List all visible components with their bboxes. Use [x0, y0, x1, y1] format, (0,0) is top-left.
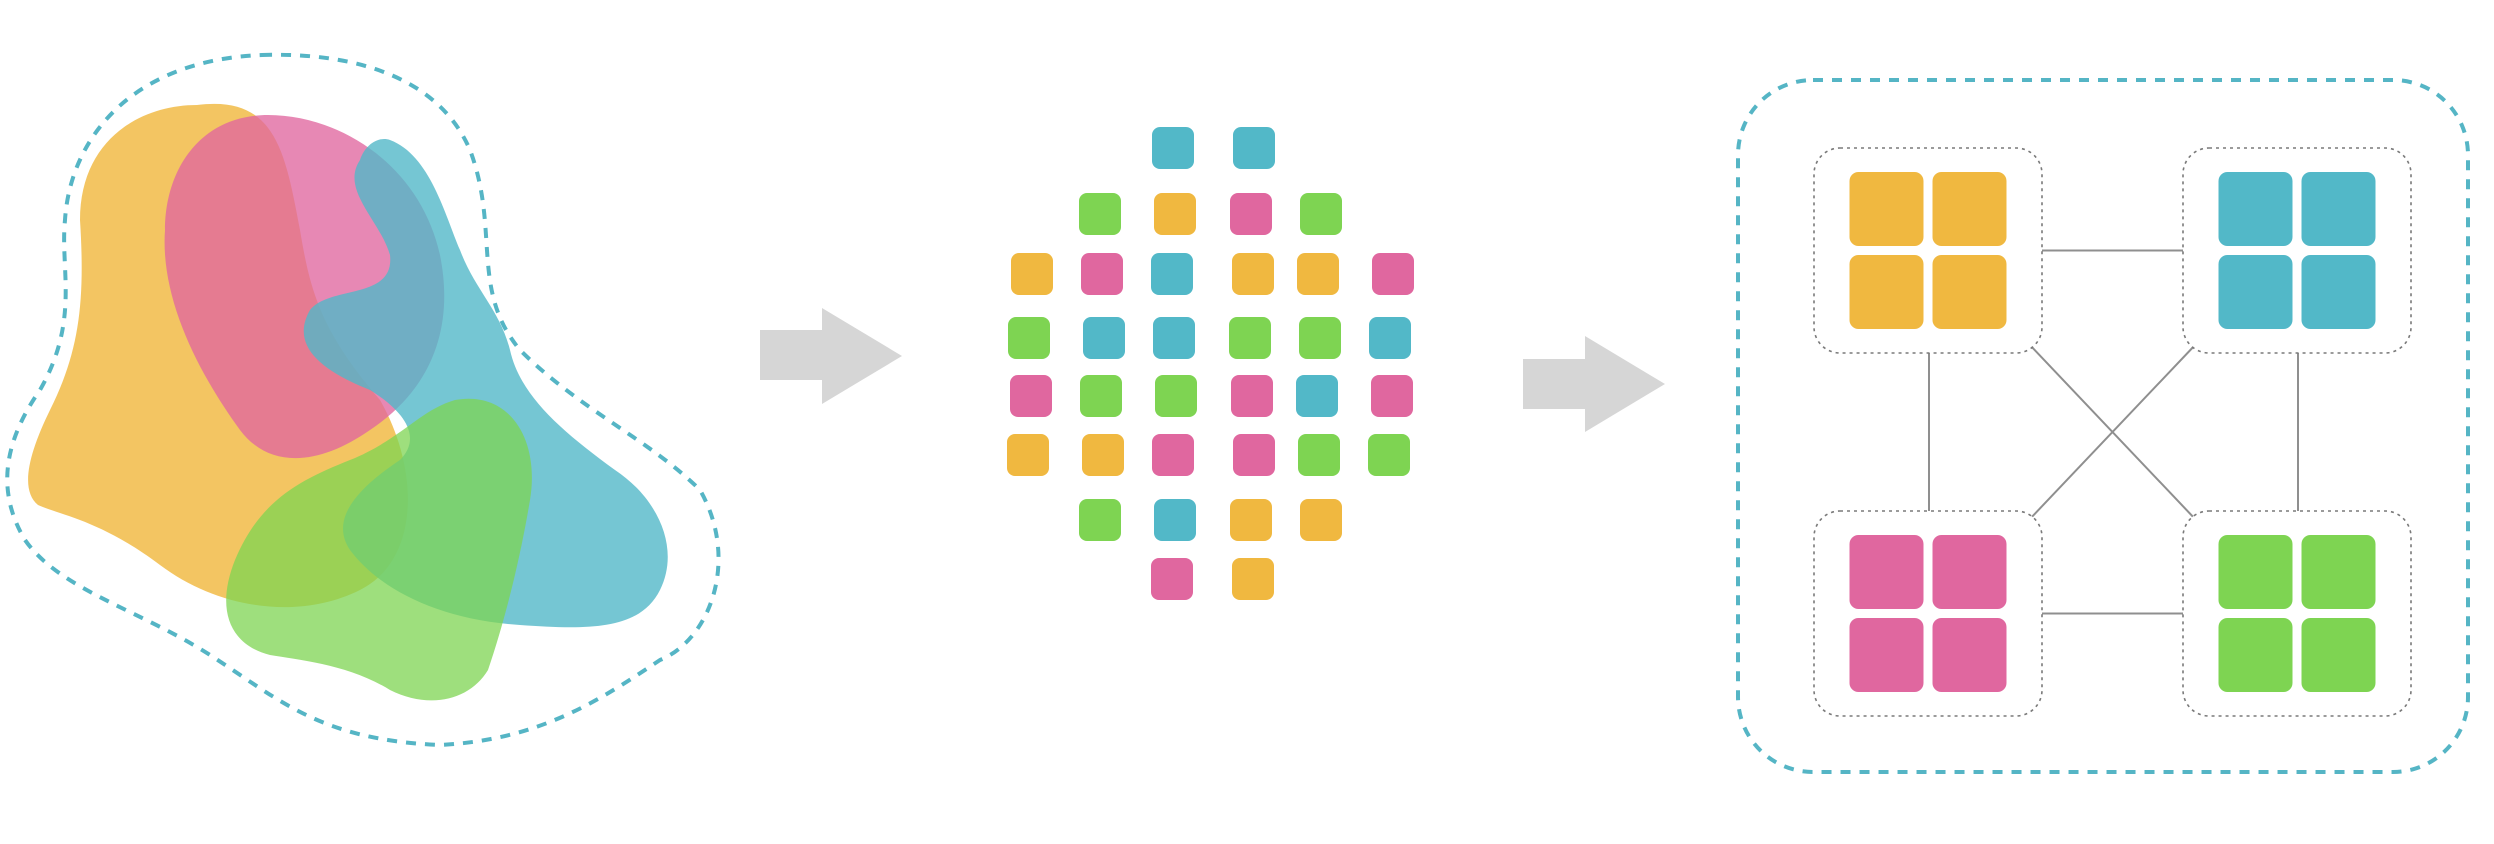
group-teal-square [2301, 172, 2376, 246]
arrow-2 [1523, 336, 1665, 432]
arrow-1 [760, 308, 902, 404]
scatter-square-pink [1151, 558, 1193, 600]
clusters-dashed-outline [1736, 78, 2470, 774]
scatter-square-teal [1296, 375, 1338, 417]
scatter-square-green [1229, 317, 1271, 359]
group-green-square [2218, 535, 2293, 609]
group-pink-box [1813, 510, 2043, 717]
scatter-square-green [1368, 434, 1410, 476]
scatter-square-green [1008, 317, 1050, 359]
group-green-square [2218, 618, 2293, 692]
scatter-square-yellow [1082, 434, 1124, 476]
scatter-square-pink [1010, 375, 1052, 417]
group-green [2182, 510, 2412, 717]
group-pink [1813, 510, 2043, 717]
group-yellow [1813, 147, 2043, 354]
scatter-square-teal [1154, 499, 1196, 541]
scatter-square-pink [1081, 253, 1123, 295]
group-yellow-box [1813, 147, 2043, 354]
scatter-square-teal [1369, 317, 1411, 359]
scatter-square-pink [1152, 434, 1194, 476]
scatter-square-teal [1151, 253, 1193, 295]
group-green-square [2301, 535, 2376, 609]
stage-grouped-clusters [1736, 78, 2470, 774]
cluster-links [1928, 249, 2299, 615]
scatter-square-yellow [1011, 253, 1053, 295]
scatter-square-pink [1233, 434, 1275, 476]
scatter-square-yellow [1230, 499, 1272, 541]
scatter-square-yellow [1297, 253, 1339, 295]
cluster-groups [1813, 147, 2412, 717]
scatter-square-pink [1231, 375, 1273, 417]
group-teal-square [2218, 255, 2293, 329]
group-yellow-square [1932, 255, 2007, 329]
scatter-square-yellow [1007, 434, 1049, 476]
scatter-square-teal [1152, 127, 1194, 169]
cluster-link-1-2 [2027, 342, 2198, 522]
group-pink-square [1849, 618, 1924, 692]
stage-scattered-squares [1007, 127, 1414, 600]
group-teal-square [2218, 172, 2293, 246]
scatter-square-green [1300, 193, 1342, 235]
scatter-square-yellow [1154, 193, 1196, 235]
group-yellow-square [1849, 255, 1924, 329]
group-green-box [2182, 510, 2412, 717]
scatter-square-yellow [1232, 253, 1274, 295]
group-teal [2182, 147, 2412, 354]
group-yellow-square [1932, 172, 2007, 246]
scatter-square-green [1079, 193, 1121, 235]
scatter-square-green [1079, 499, 1121, 541]
group-pink-square [1932, 535, 2007, 609]
blobs-layer [28, 103, 668, 701]
green-blob [226, 398, 532, 701]
group-pink-square [1932, 618, 2007, 692]
scatter-square-pink [1372, 253, 1414, 295]
stage-overlapping-blobs [5, 52, 721, 748]
scatter-square-green [1155, 375, 1197, 417]
scatter-square-pink [1371, 375, 1413, 417]
scatter-square-teal [1083, 317, 1125, 359]
scatter-square-green [1080, 375, 1122, 417]
scatter-square-teal [1153, 317, 1195, 359]
scatter-square-pink [1230, 193, 1272, 235]
group-yellow-square [1849, 172, 1924, 246]
group-green-square [2301, 618, 2376, 692]
scatter-square-teal [1233, 127, 1275, 169]
scatter-square-yellow [1232, 558, 1274, 600]
scatter-square-yellow [1300, 499, 1342, 541]
group-pink-square [1849, 535, 1924, 609]
scatter-square-green [1298, 434, 1340, 476]
scatter-square-green [1299, 317, 1341, 359]
group-teal-box [2182, 147, 2412, 354]
group-teal-square [2301, 255, 2376, 329]
